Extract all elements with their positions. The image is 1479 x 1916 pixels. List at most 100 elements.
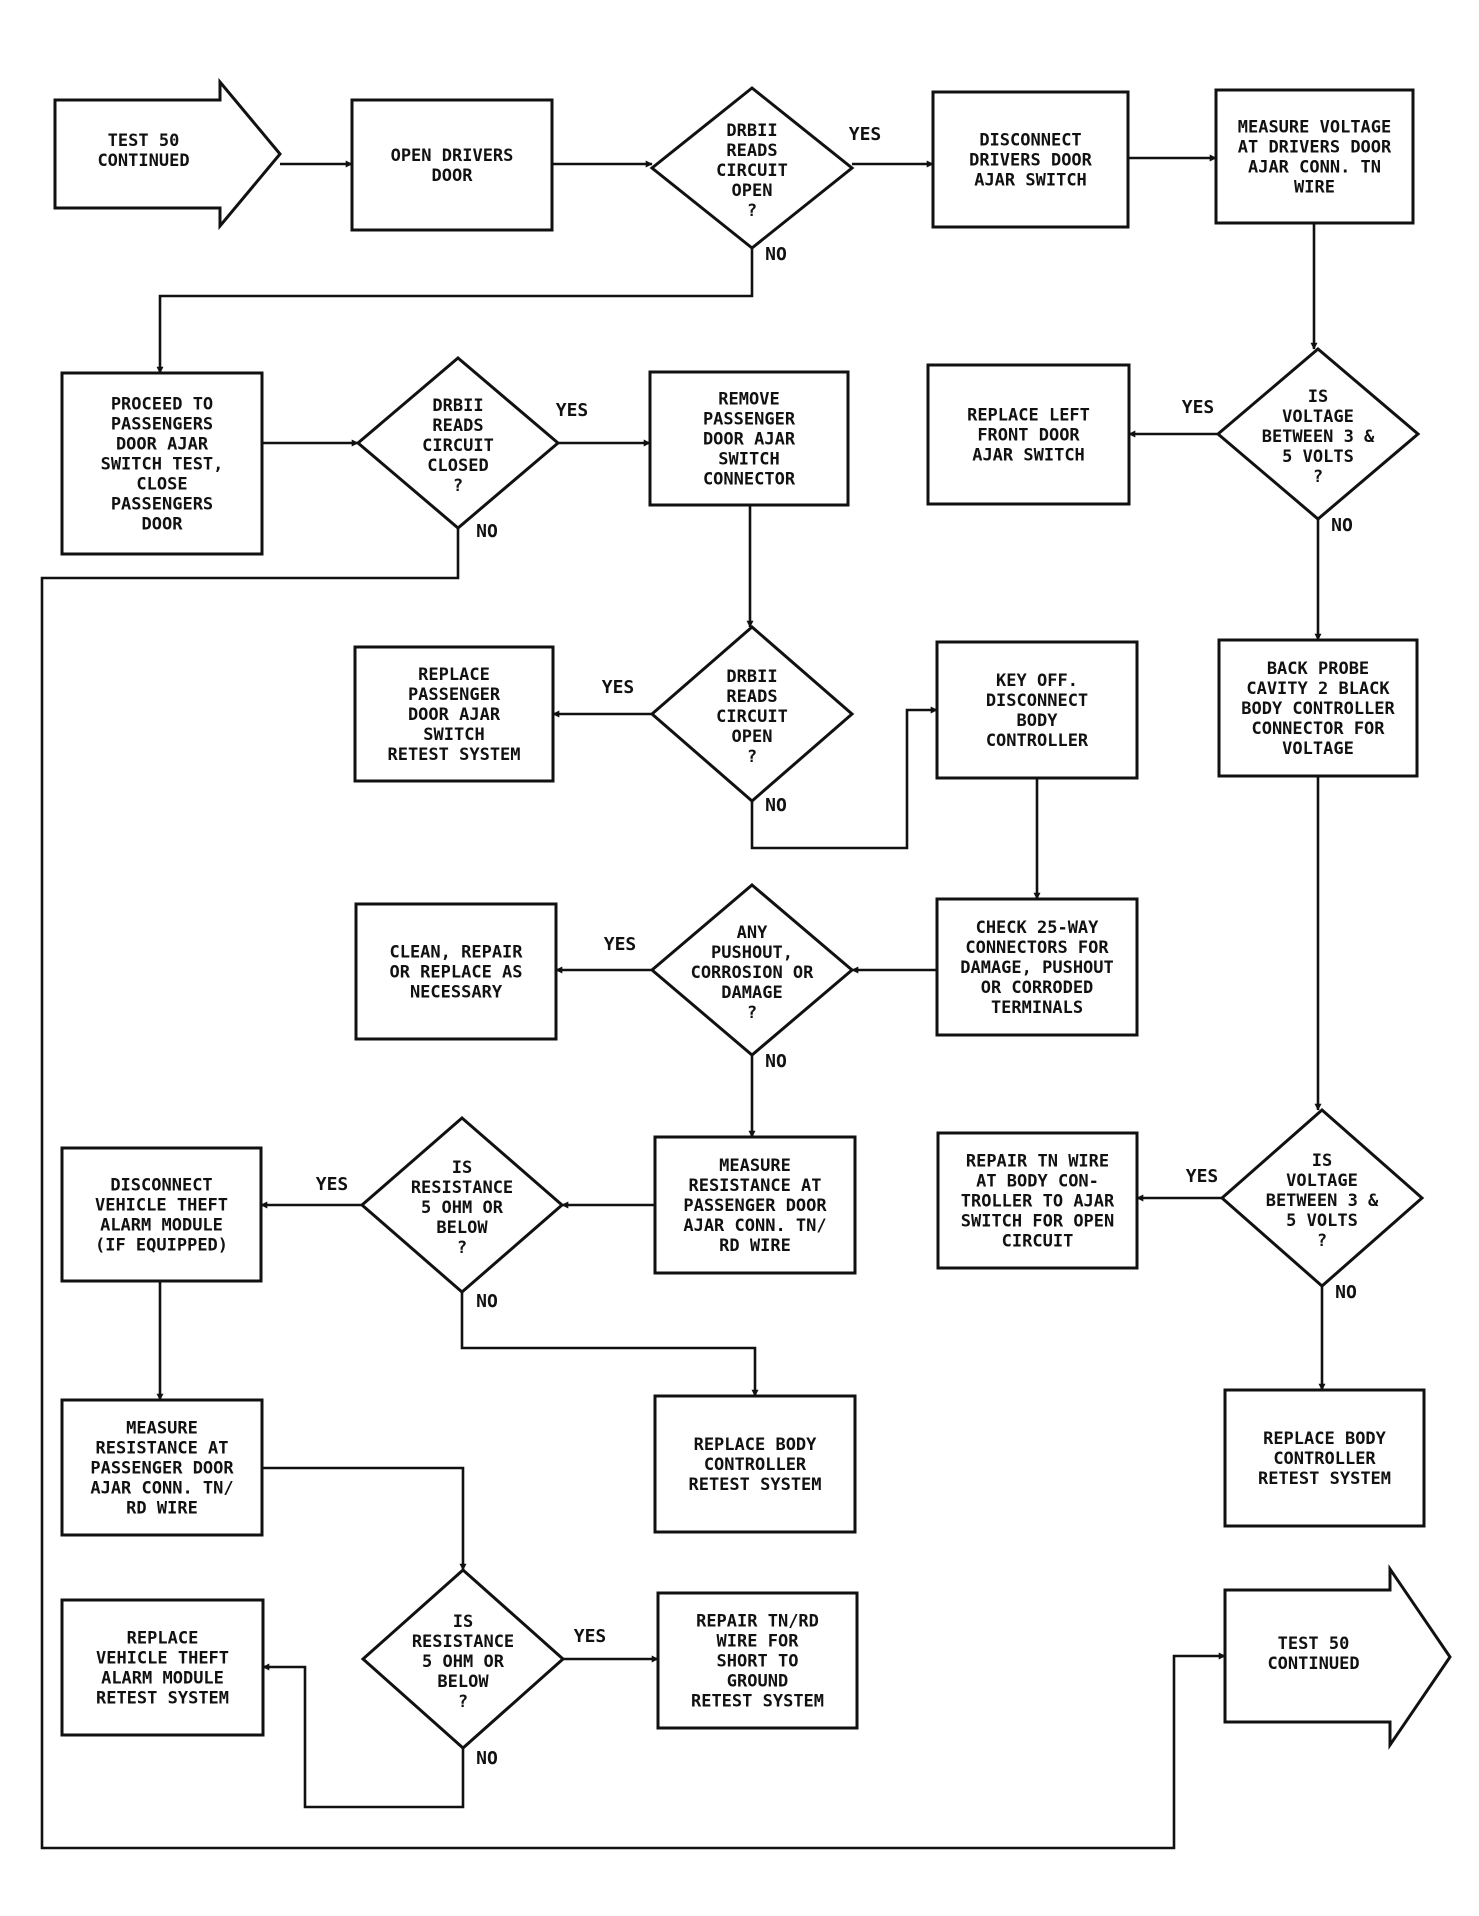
node-label-line: PASSENGER	[703, 410, 796, 430]
node-label-line: MEASURE	[719, 1156, 791, 1176]
node-label-line: WIRE FOR	[717, 1632, 800, 1652]
node-label-line: SHORT TO	[717, 1652, 799, 1672]
node-label-line: TERMINALS	[991, 998, 1083, 1018]
node-label-line: READS	[432, 416, 483, 436]
edge-label-yes: YES	[1182, 397, 1215, 418]
edge-label-no: NO	[476, 1748, 498, 1769]
node-label-line: 5 OHM OR	[422, 1652, 505, 1672]
node-label-line: CLEAN, REPAIR	[389, 943, 523, 963]
node-label-line: DAMAGE	[721, 983, 782, 1003]
edge-label-yes: YES	[556, 400, 589, 421]
node-label-line: AJAR CONN. TN/	[683, 1216, 826, 1236]
node-label-line: REPLACE BODY	[1263, 1429, 1387, 1449]
node-label-line: TEST 50	[1278, 1634, 1350, 1654]
node-label-line: GROUND	[727, 1672, 788, 1692]
node-label-line: RETEST SYSTEM	[1258, 1469, 1391, 1489]
node-label-line: RD WIRE	[719, 1236, 791, 1256]
process-box	[354, 902, 558, 1041]
node-label-line: 5 OHM OR	[421, 1198, 504, 1218]
node-label-line: ALARM MODULE	[100, 1216, 223, 1236]
edge-label-yes: YES	[574, 1626, 607, 1647]
node-label-line: FRONT DOOR	[977, 426, 1080, 446]
node-label-line: AJAR SWITCH	[972, 446, 1085, 466]
connector-arrow	[460, 1292, 759, 1397]
node-label-line: BETWEEN 3 &	[1262, 427, 1375, 447]
node-label-line: ANY	[737, 923, 768, 943]
node-label-line: SWITCH	[718, 450, 779, 470]
node-label-line: RESISTANCE	[412, 1632, 514, 1652]
node-label-line: DOOR AJAR	[703, 430, 796, 450]
node-label-line: VOLTAGE	[1282, 739, 1354, 759]
node-label-line: VEHICLE THEFT	[96, 1649, 229, 1669]
node-label-line: ?	[747, 201, 757, 221]
node-label-line: CAVITY 2 BLACK	[1246, 679, 1390, 699]
node-label-line: TROLLER TO AJAR	[961, 1192, 1115, 1212]
node-label-line: TEST 50	[108, 131, 180, 151]
node-label-line: CONTINUED	[97, 151, 189, 171]
process-box	[60, 1398, 264, 1537]
connector-arrow	[40, 528, 1226, 1850]
node-label-line: RETEST SYSTEM	[387, 745, 520, 765]
decision-diamond	[359, 1116, 565, 1294]
decision-diamond	[649, 625, 855, 803]
node-label-line: BETWEEN 3 &	[1266, 1191, 1379, 1211]
node-label-line: CONTROLLER	[1273, 1449, 1376, 1469]
node-label-line: DAMAGE, PUSHOUT	[960, 958, 1114, 978]
node-label-line: BODY	[1017, 711, 1059, 731]
node-label-line: AT BODY CON-	[976, 1172, 1099, 1192]
node-label-line: ALARM MODULE	[101, 1669, 224, 1689]
process-box	[60, 1598, 265, 1737]
node-label-line: BELOW	[437, 1672, 489, 1692]
node-label-line: CONTINUED	[1267, 1654, 1359, 1674]
process-box	[926, 363, 1131, 506]
edge-label-no: NO	[1331, 515, 1353, 536]
node-label-line: OR REPLACE AS	[389, 963, 522, 983]
node-label-line: VOLTAGE	[1282, 407, 1354, 427]
node-label-line: REMOVE	[718, 390, 779, 410]
node-label-line: READS	[726, 141, 777, 161]
node-label-line: OPEN DRIVERS	[391, 146, 514, 166]
node-label-line: AT DRIVERS DOOR	[1238, 138, 1392, 158]
edge-label-no: NO	[1335, 1282, 1357, 1303]
node-label-line: BODY CONTROLLER	[1241, 699, 1395, 719]
edge-label-no: NO	[765, 1051, 787, 1072]
node-label-line: DOOR AJAR	[116, 435, 209, 455]
node-label-line: CONTROLLER	[704, 1455, 807, 1475]
edge-label-yes: YES	[849, 124, 882, 145]
node-label-line: DRBII	[432, 396, 483, 416]
node-label-line: IS	[1308, 387, 1328, 407]
node-label-line: 5 VOLTS	[1286, 1211, 1358, 1231]
node-label-line: OPEN	[732, 181, 773, 201]
node-label-line: DOOR	[432, 166, 474, 186]
node-label-line: IS	[453, 1612, 473, 1632]
decision-diamond	[649, 883, 855, 1057]
node-label-line: REPLACE	[418, 665, 490, 685]
node-label-line: DISCONNECT	[110, 1176, 212, 1196]
node-label-line: RETEST SYSTEM	[96, 1689, 229, 1709]
connector-arrow	[156, 248, 754, 374]
node-label-line: DOOR	[142, 515, 184, 535]
edge-label-no: NO	[765, 795, 787, 816]
node-label-line: (IF EQUIPPED)	[95, 1236, 228, 1256]
node-label-line: ?	[1317, 1231, 1327, 1251]
process-box	[656, 1591, 859, 1730]
connector-arrow	[750, 706, 938, 850]
node-label-line: RESISTANCE AT	[688, 1176, 821, 1196]
node-label-line: OPEN	[732, 727, 773, 747]
node-label-line: RESISTANCE	[411, 1178, 513, 1198]
edge-label-yes: YES	[1186, 1166, 1219, 1187]
